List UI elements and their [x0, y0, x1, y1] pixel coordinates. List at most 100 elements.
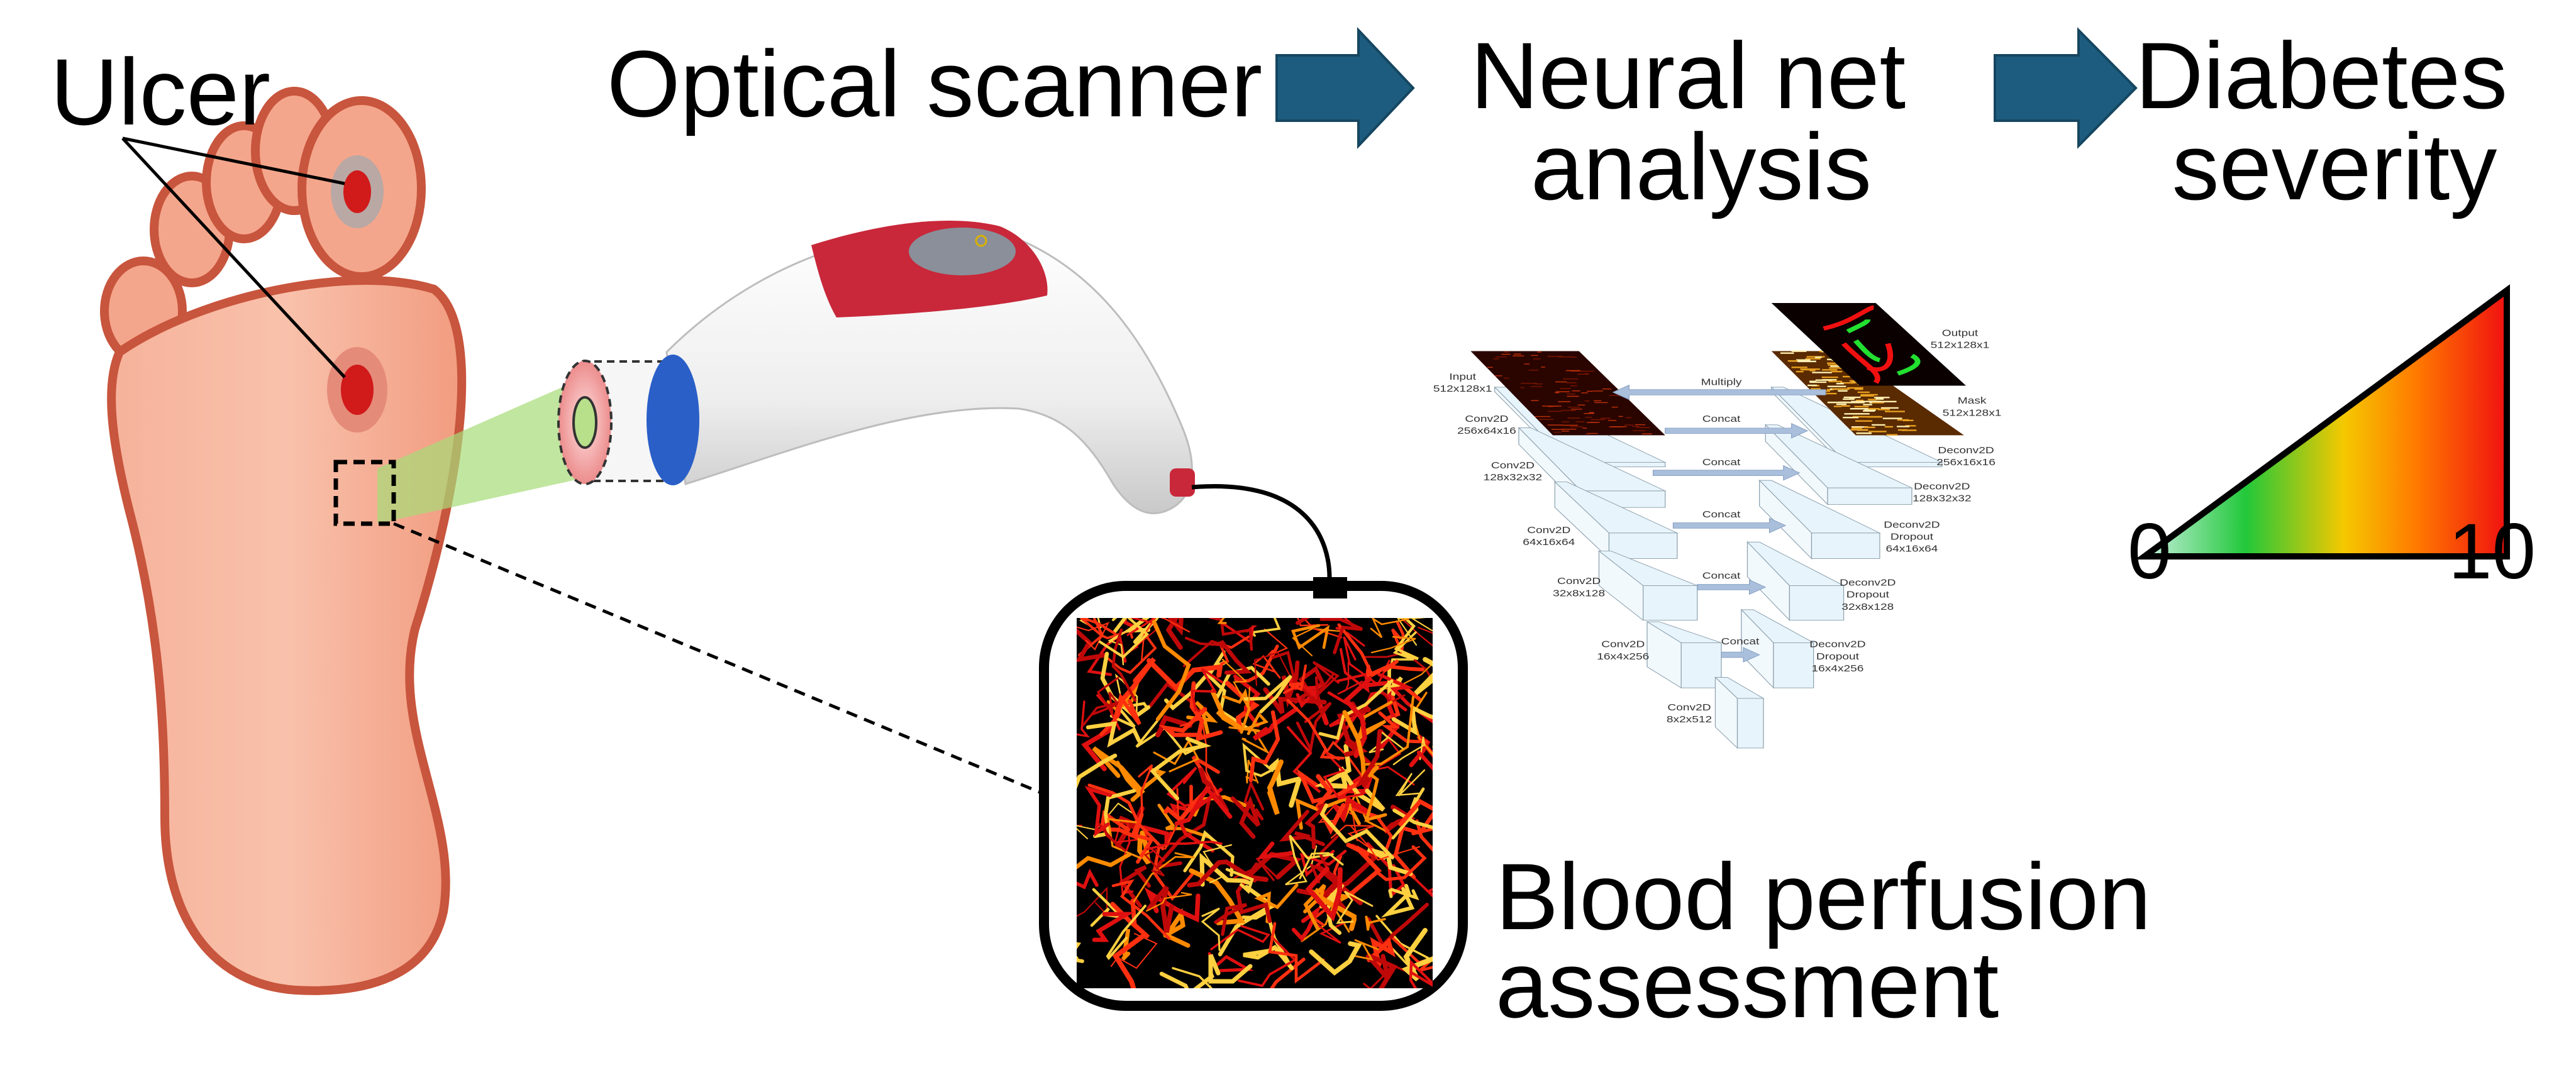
vessel	[1267, 759, 1284, 815]
vessel	[1268, 922, 1325, 984]
vessel	[1409, 959, 1433, 988]
vessel	[1318, 679, 1394, 741]
vessel	[1309, 835, 1339, 884]
diabetes-severity-line-1: Diabetes	[2135, 23, 2507, 128]
vessel	[1107, 818, 1142, 859]
vessel	[1092, 912, 1135, 942]
encoder-label-4: Conv2D 32x8x128	[1553, 576, 1605, 598]
vessel	[1392, 736, 1426, 766]
decoder-layer-2-front	[1827, 487, 1913, 505]
concat-label-4: Concat	[1702, 571, 1741, 581]
vessel	[1106, 627, 1157, 675]
vessel	[1411, 819, 1433, 852]
multiply-label: Multiply	[1701, 377, 1742, 387]
ulcer-spot-toe	[343, 170, 371, 213]
vessel	[1395, 769, 1426, 797]
vessel	[1077, 700, 1091, 738]
vessel	[1098, 618, 1150, 659]
vessel	[1242, 674, 1293, 714]
ulcer-label: Ulcer	[50, 39, 270, 145]
decoder-label-1-line: 256x16x16	[1936, 458, 1996, 468]
concat-arrow-3	[1672, 517, 1787, 534]
vessel	[1286, 698, 1345, 760]
input-image	[1470, 351, 1665, 436]
vessel	[1221, 658, 1251, 712]
vessel	[1296, 702, 1332, 754]
vessel	[1397, 618, 1433, 646]
decoder-label-3-line: 64x16x64	[1885, 544, 1938, 554]
ulcer-pointer-toe	[122, 136, 345, 185]
vessel	[1388, 888, 1419, 901]
encoder-label-4-line: Conv2D	[1557, 576, 1601, 586]
concat-arrow-1	[1665, 422, 1809, 439]
vessel	[1342, 710, 1379, 786]
vessel	[1077, 942, 1084, 963]
vessel	[1187, 859, 1257, 888]
vessel	[1140, 618, 1191, 663]
vessel	[1305, 866, 1343, 922]
multiply-arrow	[1612, 384, 1826, 400]
scale-max-label: 10	[2448, 508, 2536, 595]
vessel	[1172, 967, 1213, 988]
vessel	[1286, 725, 1321, 793]
vessel	[1370, 618, 1409, 639]
vessel	[1112, 934, 1145, 988]
vessel	[1257, 841, 1293, 860]
vessel	[1219, 640, 1252, 675]
vessel	[1398, 798, 1433, 827]
vessel	[1354, 729, 1382, 789]
vessel	[1291, 624, 1330, 650]
vessel	[1365, 952, 1398, 988]
encoder-label-4-line: 32x8x128	[1553, 588, 1605, 598]
perfusion-map	[1077, 618, 1433, 988]
vessel	[1269, 758, 1303, 808]
concat-label-5: Concat	[1721, 636, 1760, 646]
vessel	[1330, 824, 1375, 851]
scanner-grip-tip	[1170, 468, 1195, 497]
vessel	[1324, 741, 1368, 785]
vessel	[1225, 868, 1254, 895]
optical-scanner-label: Optical scanner	[607, 31, 1262, 136]
decoder-label-4-line: 32x8x128	[1841, 602, 1894, 612]
scanner-cable	[1191, 484, 1332, 580]
output-annotations	[1823, 305, 1921, 384]
decoder-label-5-line: 16x4x256	[1811, 663, 1863, 673]
blue-ring	[647, 355, 699, 485]
vessel	[1352, 939, 1379, 961]
concat-label-3: Concat	[1702, 509, 1741, 519]
scale-min-label: 0	[2128, 508, 2172, 595]
vessel	[1242, 742, 1277, 778]
vessel	[1367, 937, 1396, 967]
vessel	[1414, 657, 1433, 696]
vessel	[1111, 879, 1171, 940]
vessel	[1214, 903, 1248, 936]
neural-net-label: Neural net analysis	[1470, 23, 1932, 219]
decoder-label-5-line: Deconv2D	[1809, 639, 1865, 649]
vessel	[1364, 680, 1400, 755]
encoder-label-3-line: Conv2D	[1527, 525, 1570, 535]
mask-label-line: Mask	[1958, 395, 1987, 405]
vessel	[1370, 636, 1416, 654]
decoder-label-1-line: Deconv2D	[1938, 445, 1994, 455]
decoder-label-2-line: 128x32x32	[1913, 493, 1972, 504]
encoder-label-2-line: 128x32x32	[1484, 472, 1543, 482]
mask-label-line: 512x128x1	[1943, 408, 2002, 418]
vessel	[1143, 848, 1165, 877]
vessel	[1126, 618, 1157, 636]
vessel	[1210, 689, 1243, 731]
vessel	[1087, 783, 1165, 851]
vessel	[1106, 905, 1146, 961]
vessel	[1093, 789, 1136, 838]
cable-connector	[1313, 577, 1347, 598]
zoom-dashed-line	[393, 522, 1048, 797]
vessel	[1096, 676, 1119, 714]
diabetes-severity-label: Diabetes severity	[2135, 23, 2534, 219]
vessel	[1152, 619, 1191, 722]
blood-perfusion-line-2: assessment	[1496, 932, 1999, 1037]
vessel	[1368, 730, 1404, 754]
